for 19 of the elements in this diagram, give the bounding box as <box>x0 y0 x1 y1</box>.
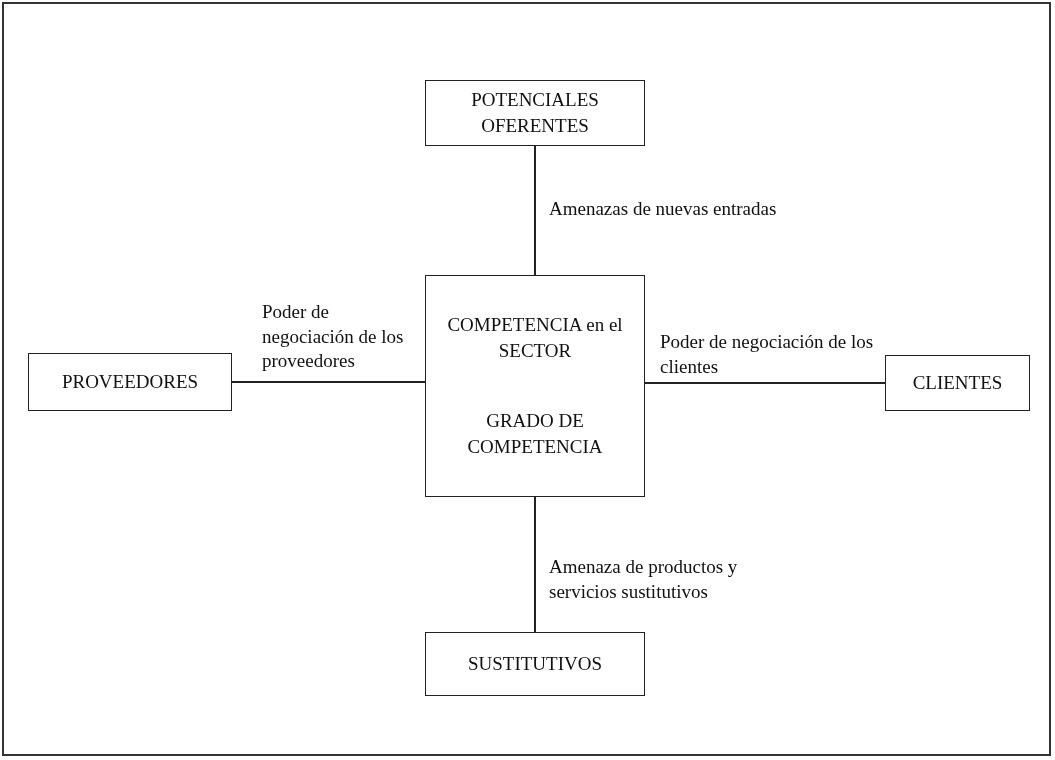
box-text: COMPETENCIA en el SECTOR <box>446 313 624 363</box>
box-text: PROVEEDORES <box>61 370 199 395</box>
box-text: GRADO DE COMPETENCIA <box>466 409 604 459</box>
connector-line <box>644 382 886 384</box>
process-box <box>28 353 232 411</box>
edge-label: Poder de negociación de los proveedores <box>262 300 405 374</box>
connector-line <box>534 145 536 276</box>
process-box <box>425 80 645 146</box>
process-box <box>425 275 645 497</box>
box-text: POTENCIALES OFERENTES <box>470 88 600 138</box>
connector-line <box>534 496 536 633</box>
edge-label: Amenazas de nuevas entradas <box>549 197 778 221</box>
process-box <box>885 355 1030 411</box>
connector-line <box>231 381 426 383</box>
edge-label: Amenaza de productos y servicios sustitutivos <box>549 555 739 604</box>
process-box <box>425 632 645 696</box>
box-text: SUSTITUTIVOS <box>467 652 603 677</box>
box-text: CLIENTES <box>912 371 1003 396</box>
edge-label: Poder de negociación de los clientes <box>660 330 875 379</box>
